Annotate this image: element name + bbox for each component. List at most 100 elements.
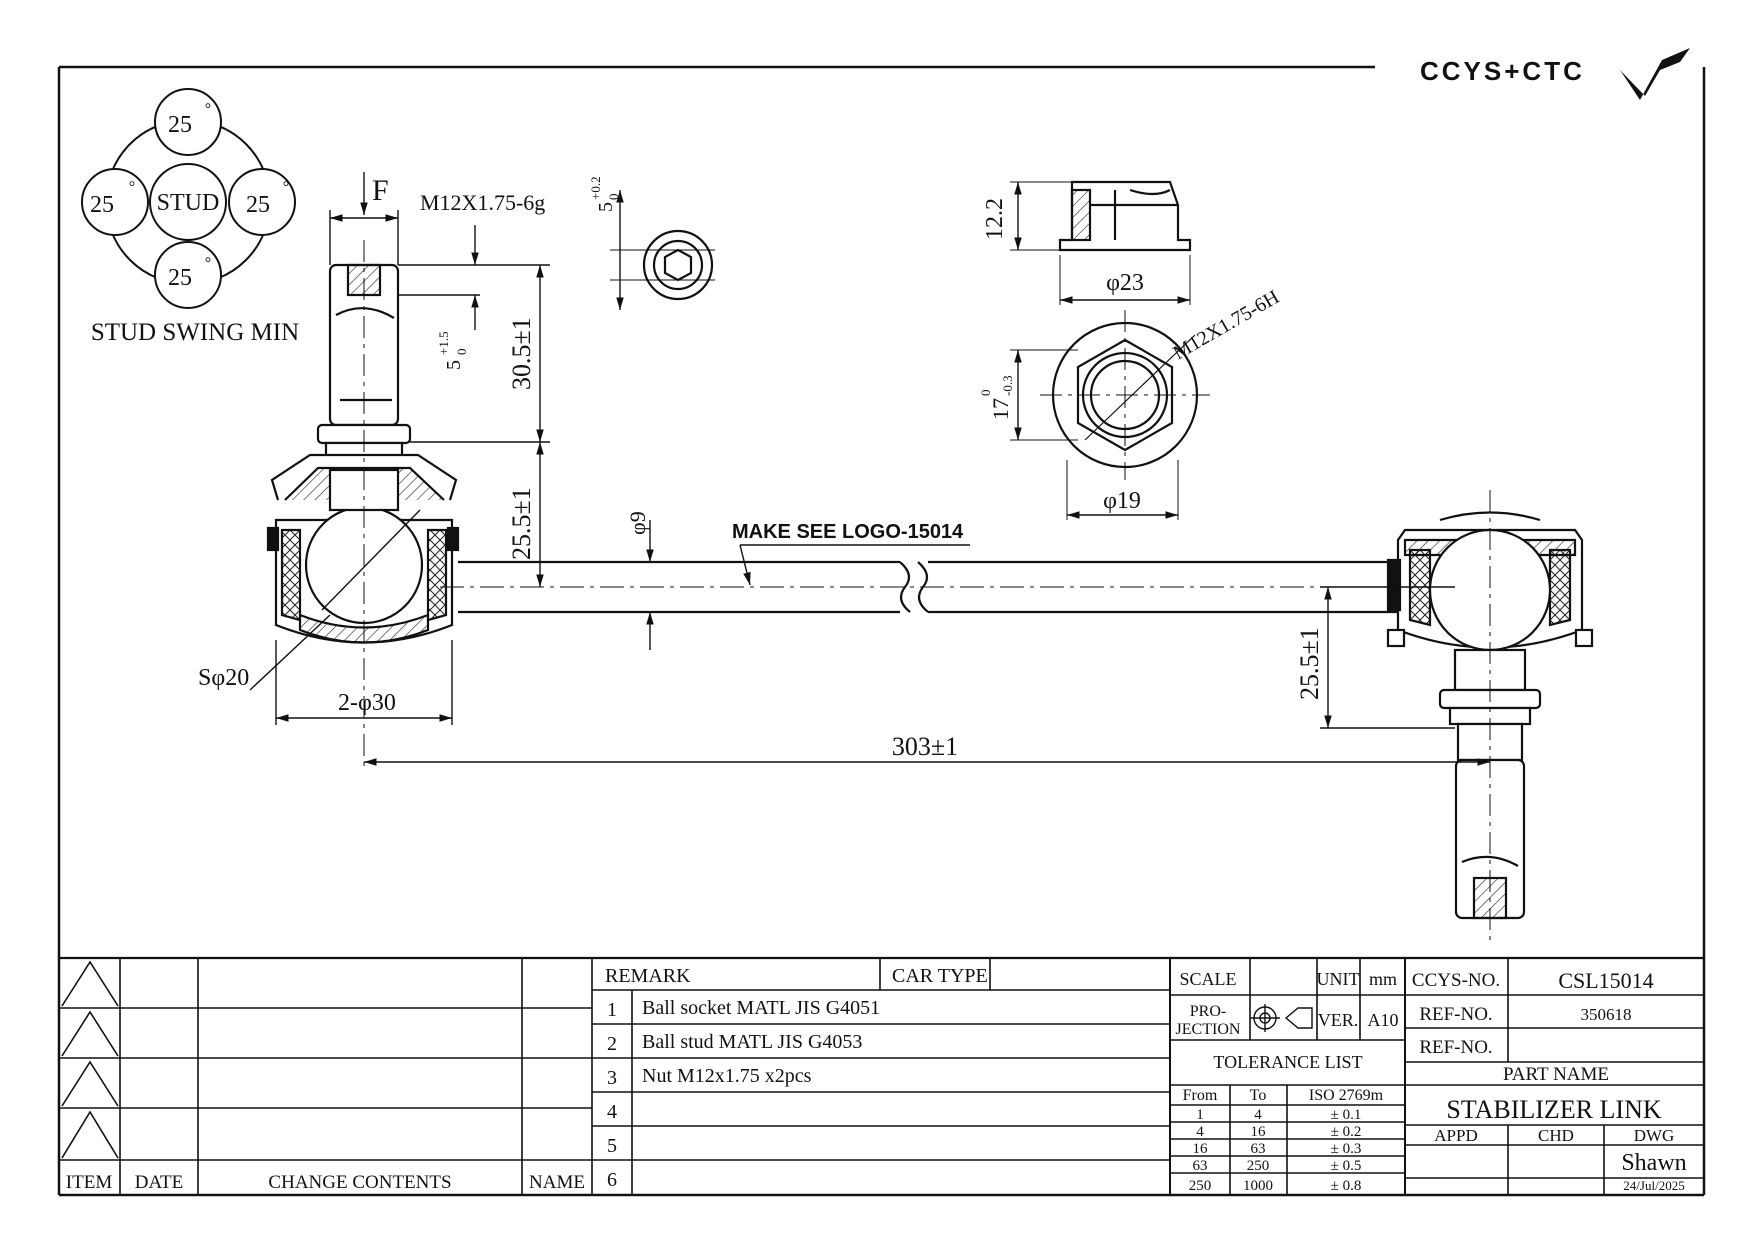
bird-logo-icon bbox=[1620, 48, 1690, 100]
title-block-left: SCALE UNIT mm PRO- JECTION VER. A10 TOLE… bbox=[1176, 969, 1399, 1104]
unit-label: UNIT bbox=[1317, 969, 1360, 989]
dwg-label: DWG bbox=[1634, 1126, 1675, 1145]
ccys-label: CCYS-NO. bbox=[1412, 970, 1500, 991]
drawing-border bbox=[57, 65, 1706, 1197]
svg-text:1000: 1000 bbox=[1243, 1178, 1273, 1194]
tolerance-title: TOLERANCE LIST bbox=[1213, 1052, 1362, 1072]
left-ball-joint bbox=[266, 240, 460, 770]
scale-label: SCALE bbox=[1179, 969, 1236, 989]
svg-text:± 0.2: ± 0.2 bbox=[1331, 1124, 1362, 1140]
housing-diameter-label: 2-φ30 bbox=[338, 690, 396, 716]
nut-hex-label: 17 bbox=[988, 398, 1013, 420]
swing-left-circle bbox=[81, 168, 149, 236]
remark-table: REMARK CAR TYPE 1 Ball socket MATL JIS G… bbox=[605, 965, 988, 1191]
svg-text:± 0.1: ± 0.1 bbox=[1331, 1107, 1362, 1123]
table-lines bbox=[59, 956, 1704, 1195]
stabilizer-rod bbox=[440, 560, 1420, 614]
ver-value: A10 bbox=[1368, 1010, 1399, 1030]
svg-text:°: ° bbox=[283, 179, 289, 196]
svg-text:0: 0 bbox=[454, 349, 469, 356]
svg-text:ITEM: ITEM bbox=[66, 1172, 113, 1193]
svg-text:°: ° bbox=[129, 179, 135, 196]
hex-depth-label: 5 bbox=[443, 360, 465, 370]
unit-value: mm bbox=[1369, 969, 1397, 989]
svg-text:± 0.3: ± 0.3 bbox=[1331, 1141, 1362, 1157]
swing-bottom-value: 25 bbox=[168, 265, 192, 291]
stud-thread-label: M12X1.75-6g bbox=[420, 190, 545, 215]
swing-center-circle bbox=[149, 163, 227, 241]
svg-text:1: 1 bbox=[1196, 1107, 1204, 1123]
rod-diameter-label: φ9 bbox=[625, 511, 650, 535]
appd-label: APPD bbox=[1434, 1126, 1477, 1145]
nut-thread-label: M12X1.75-6H bbox=[1170, 286, 1283, 364]
svg-text:± 0.5: ± 0.5 bbox=[1331, 1158, 1362, 1174]
svg-text:2: 2 bbox=[607, 1033, 617, 1055]
nut-inner-diameter-label: φ19 bbox=[1103, 488, 1141, 514]
ref-number-1: 350618 bbox=[1581, 1005, 1632, 1024]
stud-swing-diagram bbox=[81, 88, 296, 309]
svg-text:0: 0 bbox=[978, 390, 993, 397]
swing-bottom-circle bbox=[154, 241, 222, 309]
dimension-lines bbox=[249, 172, 1490, 766]
svg-text:PRO-: PRO- bbox=[1190, 1003, 1226, 1020]
stud-swing-title: STUD SWING MIN bbox=[91, 319, 299, 346]
overall-length-label: 303±1 bbox=[892, 732, 958, 761]
ref-label-1: REF-NO. bbox=[1419, 1004, 1492, 1025]
nut-flange-diameter-label: φ23 bbox=[1106, 270, 1144, 296]
swing-right-circle bbox=[228, 168, 296, 236]
svg-text:4: 4 bbox=[1254, 1107, 1262, 1123]
revision-headers: ITEM DATE CHANGE CONTENTS NAME bbox=[66, 1172, 585, 1193]
tolerance-rows: 1 4 ± 0.1 4 16 ± 0.2 16 63 ± 0.3 63 250 … bbox=[1189, 1107, 1362, 1194]
swing-center-label: STUD bbox=[157, 190, 220, 216]
ver-label: VER. bbox=[1318, 1010, 1359, 1030]
swing-top-circle bbox=[154, 88, 222, 156]
title-block-right: CCYS-NO. CSL15014 REF-NO. 350618 REF-NO.… bbox=[1412, 968, 1687, 1193]
svg-text:250: 250 bbox=[1247, 1158, 1270, 1174]
svg-text:CCYS+CTC: CCYS+CTC bbox=[1420, 56, 1585, 86]
svg-text:°: ° bbox=[205, 255, 211, 272]
svg-text:+1.5: +1.5 bbox=[436, 331, 451, 355]
swing-top-value: 25 bbox=[168, 112, 192, 138]
stud-swing-labels: STUD 25 ° 25 ° 25 ° 25 ° STUD SWING MIN bbox=[90, 101, 299, 346]
svg-text:5: 5 bbox=[607, 1135, 617, 1157]
drawing-date: 24/Jul/2025 bbox=[1623, 1178, 1684, 1193]
svg-text:-0.3: -0.3 bbox=[1000, 375, 1015, 396]
nut-height-label: 12.2 bbox=[982, 198, 1008, 240]
svg-text:± 0.8: ± 0.8 bbox=[1331, 1178, 1362, 1194]
brand-logo: CCYS+CTC bbox=[1420, 48, 1690, 100]
hex-socket-view bbox=[610, 190, 715, 310]
revision-triangle-icon bbox=[61, 1110, 119, 1159]
drawn-by: Shawn bbox=[1621, 1150, 1686, 1176]
remark-label: REMARK bbox=[605, 965, 691, 987]
remark-row-2: Ball stud MATL JIS G4053 bbox=[642, 1031, 862, 1053]
svg-text:+0.2: +0.2 bbox=[588, 176, 603, 200]
ball-height-right-label: 25.5±1 bbox=[1295, 627, 1324, 700]
svg-text:3: 3 bbox=[607, 1067, 617, 1089]
svg-text:CHANGE CONTENTS: CHANGE CONTENTS bbox=[268, 1172, 451, 1193]
svg-text:250: 250 bbox=[1189, 1178, 1212, 1194]
nut-side-view bbox=[1010, 180, 1192, 305]
hex-size-label: 5 bbox=[595, 202, 617, 212]
ccys-number: CSL15014 bbox=[1558, 968, 1653, 993]
svg-text:16: 16 bbox=[1251, 1124, 1267, 1140]
part-name-label: PART NAME bbox=[1503, 1064, 1609, 1085]
svg-text:DATE: DATE bbox=[135, 1172, 184, 1193]
force-label: F bbox=[372, 174, 389, 207]
svg-text:ISO 2769m: ISO 2769m bbox=[1309, 1087, 1384, 1104]
svg-text:4: 4 bbox=[607, 1101, 617, 1123]
part-name: STABILIZER LINK bbox=[1446, 1095, 1661, 1124]
revision-markers bbox=[61, 960, 119, 1159]
car-type-label: CAR TYPE bbox=[892, 965, 988, 987]
svg-text:1: 1 bbox=[607, 999, 617, 1021]
chd-label: CHD bbox=[1538, 1126, 1574, 1145]
svg-text:From: From bbox=[1183, 1087, 1218, 1104]
ball-sphere-label: Sφ20 bbox=[198, 665, 249, 691]
right-ball-joint bbox=[1386, 490, 1594, 940]
projection-symbol-icon bbox=[1250, 1004, 1313, 1032]
remark-row-3: Nut M12x1.75 x2pcs bbox=[642, 1065, 812, 1087]
svg-text:NAME: NAME bbox=[529, 1172, 585, 1193]
remark-row-1: Ball socket MATL JIS G4051 bbox=[642, 997, 880, 1019]
svg-text:To: To bbox=[1250, 1087, 1267, 1104]
ball-height-left-label: 25.5±1 bbox=[507, 487, 536, 560]
